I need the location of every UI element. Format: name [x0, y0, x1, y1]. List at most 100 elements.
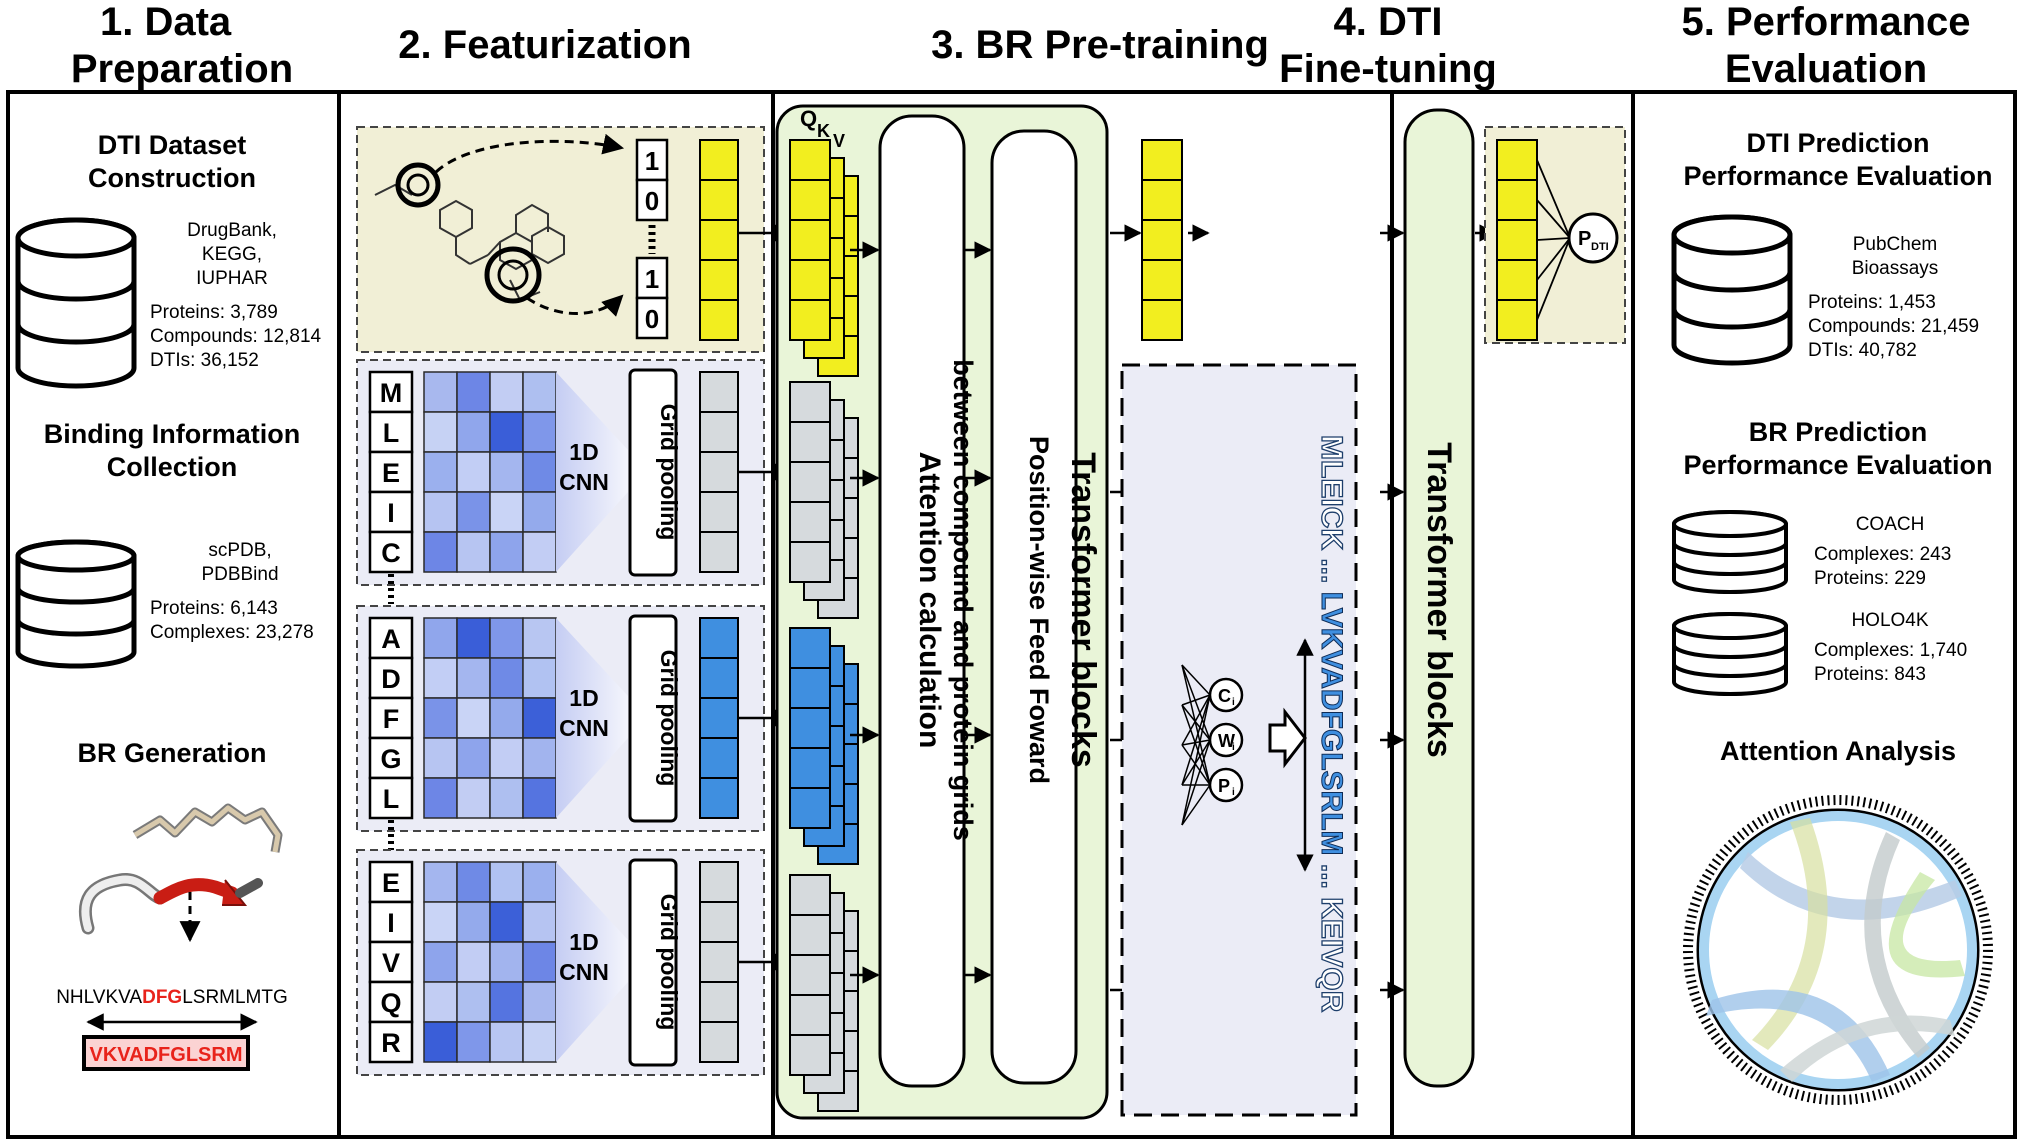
embedding-cell: [456, 451, 491, 493]
bit-arrow-bottom: [526, 294, 624, 317]
residue-letter: V: [382, 948, 400, 978]
holo-name: HOLO4K: [1851, 610, 1928, 631]
vector-cell: [699, 861, 739, 903]
dti-edge: [1536, 237, 1571, 321]
head-edge: [1181, 694, 1211, 746]
compound-output-vector: [1141, 139, 1183, 341]
chord-segment-ring: [1699, 811, 1977, 1089]
coach-proteins: Proteins: 229: [1814, 568, 1926, 589]
residue-letter: E: [382, 458, 400, 488]
vector-cell: [699, 219, 739, 261]
br-box: [82, 1035, 250, 1071]
compound-qkv-stack: [789, 139, 859, 377]
matrix-cell: [789, 914, 831, 956]
outer-frame: [6, 90, 2017, 1139]
qkv-stacks: [789, 139, 859, 1112]
embedding-cell: [423, 371, 458, 413]
embedding-cell: [423, 451, 458, 493]
chord-ribbon: [1752, 818, 1828, 1050]
embedding-cell: [456, 371, 491, 413]
database-icon: [15, 217, 137, 389]
grid-pooling-label: Grid pooling: [656, 404, 682, 541]
vector-cell: [1496, 299, 1538, 341]
residue-letter: F: [383, 704, 400, 734]
embedding-cell: [489, 737, 524, 779]
embedding-cell: [456, 531, 491, 573]
holo-complexes: Complexes: 1,740: [1814, 640, 1967, 661]
head-edge: [1181, 704, 1211, 786]
fingerprint-bits: 1 0 1 0: [635, 138, 669, 340]
embedding-cell: [456, 737, 491, 779]
dti-stat-proteins: Proteins: 3,789: [150, 302, 278, 323]
coach-name: COACH: [1856, 514, 1925, 535]
seq-highlight: LVKVADFGLSRLM: [1315, 592, 1348, 856]
head-edge: [1181, 664, 1211, 741]
attention-analysis-title: Attention Analysis: [1720, 736, 1956, 766]
matrix-cell: [789, 874, 831, 916]
head-edge: [1181, 694, 1211, 826]
header-line-1: 5. Performance: [1681, 0, 1970, 44]
bit-arrow-top: [434, 133, 625, 174]
database-icon: [15, 539, 137, 669]
embedding-cell: [423, 1021, 458, 1063]
vector-cell: [1141, 179, 1183, 221]
embedding-cell: [489, 531, 524, 573]
vector-cell: [699, 697, 739, 739]
embedding-cell: [489, 657, 524, 699]
sequence-suffix: LSRMLMTG: [182, 987, 288, 1008]
embedding-cell: [423, 861, 458, 903]
vector-cell: [699, 737, 739, 779]
molecule-drawing: [374, 162, 565, 304]
grid-pooling-label: Grid pooling: [656, 894, 682, 1031]
embedding-cell: [456, 981, 491, 1023]
attention-block: [878, 114, 966, 1088]
br-generation-title: BR Generation: [77, 738, 266, 768]
cnn-label: CNN: [559, 469, 609, 495]
embedding-cell: [522, 901, 557, 943]
embedding-cell: [456, 697, 491, 739]
embedding-cell: [489, 1021, 524, 1063]
head-node-sub: i: [1232, 787, 1235, 798]
bit-value: 1: [645, 146, 659, 176]
cnn-label: CNN: [559, 959, 609, 985]
header-line-2: Evaluation: [1725, 47, 1927, 91]
header-data-preparation: 1. Data Preparation: [71, 0, 293, 91]
residue-box: [368, 656, 414, 700]
residue-box: [368, 530, 414, 574]
embedding-cell: [423, 617, 458, 659]
matrix-cell: [789, 541, 831, 583]
coach-complexes: Complexes: 243: [1814, 544, 1951, 565]
embedding-cell: [489, 411, 524, 453]
dti-edge: [1536, 199, 1571, 239]
residue-letter: C: [381, 538, 401, 568]
dti-output-node: [1567, 212, 1619, 264]
vector-cell: [699, 299, 739, 341]
chord-ring: [1696, 808, 1980, 1092]
embedding-cell: [489, 617, 524, 659]
bit-box: [635, 296, 669, 340]
grid-feature-vector: [699, 861, 739, 1063]
grid-pooling-box: [628, 858, 678, 1067]
embedding-cell: [489, 941, 524, 983]
vector-cell: [699, 411, 739, 453]
vector-cell: [1496, 219, 1538, 261]
embedding-cell: [489, 901, 524, 943]
database-icon: [1671, 214, 1793, 366]
vector-cell: [1141, 219, 1183, 261]
header-br-pretraining: 3. BR Pre-training: [931, 23, 1269, 67]
residue-box: [368, 450, 414, 494]
vector-cell: [699, 259, 739, 301]
bit-value: 0: [645, 304, 659, 334]
vector-cell: [1141, 259, 1183, 301]
cnn-funnel: [556, 372, 628, 572]
grid-pooling-box: [628, 614, 678, 823]
dti-stat-dtis: DTIs: 36,152: [150, 350, 259, 371]
embedding-cell: [522, 777, 557, 819]
matrix-cell: [789, 707, 831, 749]
vector-cell: [699, 617, 739, 659]
residue-box: [368, 736, 414, 780]
